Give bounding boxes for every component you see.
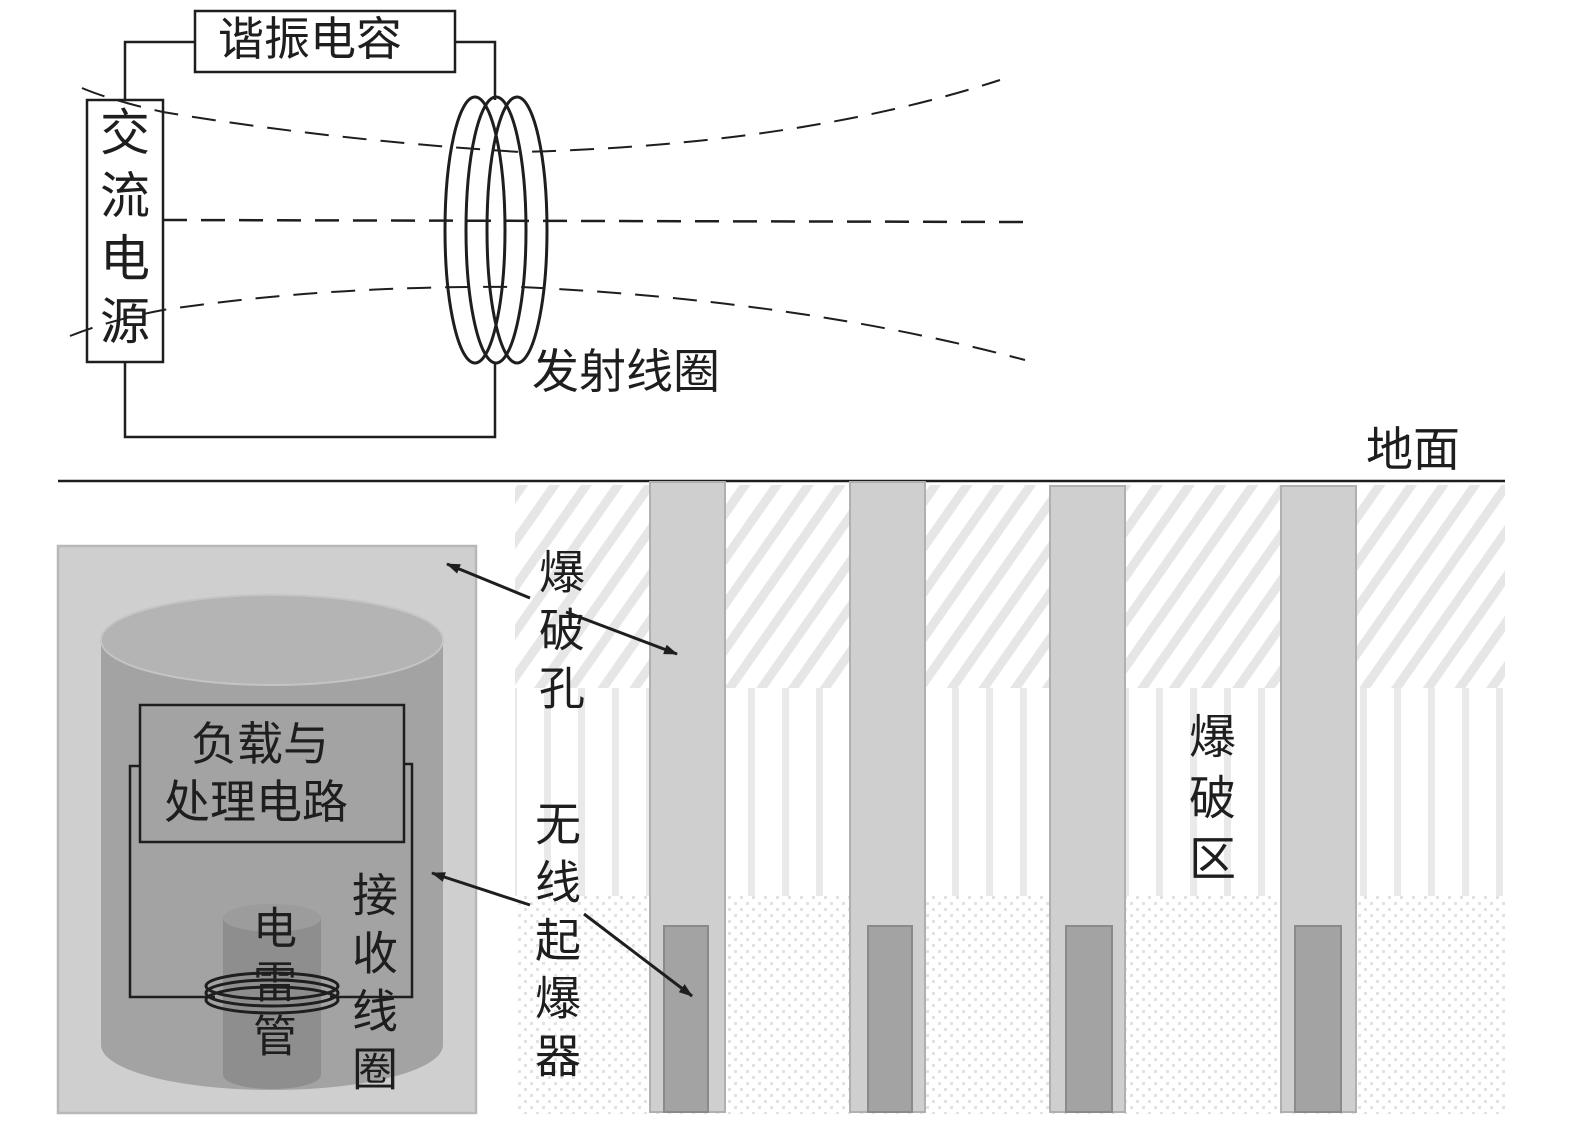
- blast-hole-label: 爆破孔: [532, 548, 586, 722]
- receiver-wire: [330, 762, 414, 999]
- blast-hole-1: [649, 481, 726, 1113]
- resonant-capacitor-label: 谐振电容: [218, 12, 402, 66]
- detonator-label: 电雷管: [245, 905, 296, 1067]
- arrow-to-receiver: [431, 871, 531, 907]
- detonator-cylinder-top: [100, 594, 444, 686]
- inner-detonator-body: [223, 918, 321, 1089]
- magnetic-field-lines: [69, 79, 1026, 361]
- wireless-detonator-label: 无线起爆器: [528, 800, 582, 1090]
- blast-hole-3: [1049, 485, 1126, 1113]
- pointer-arrows: [431, 562, 693, 998]
- blast-holes: [649, 481, 1357, 1113]
- receiver-detail: [56, 544, 478, 1115]
- blast-zone-label: 爆破区: [1180, 712, 1235, 895]
- transmit-coil-loops: [443, 95, 549, 365]
- detonator-charge: [663, 925, 709, 1113]
- blast-hole-2: [849, 481, 926, 1113]
- resonant-capacitor-box: [193, 9, 457, 74]
- receiver-wire: [128, 764, 215, 999]
- processing-circuit-label-line1: 负载与: [191, 717, 329, 771]
- ac-power-source-label: 交流电源: [92, 106, 150, 358]
- receive-coil-rings: [204, 971, 340, 1015]
- receive-coil-label: 接收线圈: [345, 871, 399, 1103]
- arrow-to-charge: [583, 912, 693, 998]
- circuit-wire-bottom: [123, 362, 497, 439]
- arrow-to-blast-hole: [565, 610, 678, 656]
- detonator-charge: [1294, 925, 1342, 1113]
- processing-circuit-label-line2: 处理电路: [164, 775, 348, 829]
- transmitter-circuit: [69, 9, 1026, 439]
- detonator-charge: [867, 925, 913, 1113]
- transmit-coil-label: 发射线圈: [532, 345, 720, 400]
- arrow-to-detail-box: [446, 562, 531, 600]
- processing-circuit-box: [138, 703, 406, 844]
- detonator-charge: [1065, 925, 1113, 1113]
- blast-hole-4: [1280, 485, 1357, 1113]
- circuit-wire: [123, 40, 497, 100]
- ground-surface-label: 地面: [1366, 423, 1460, 478]
